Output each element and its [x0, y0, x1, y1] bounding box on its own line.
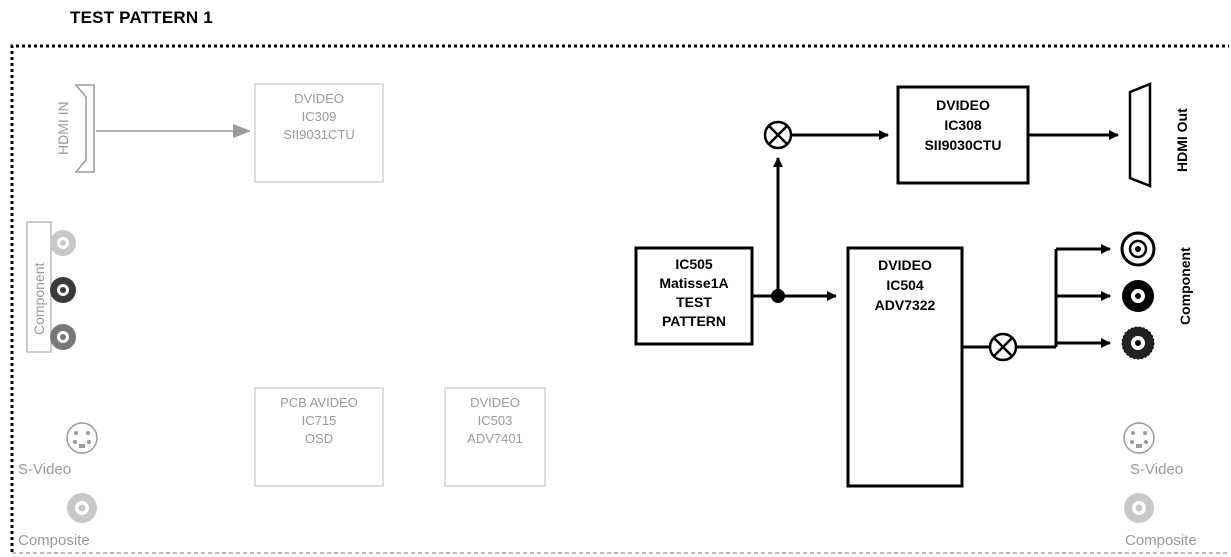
component-in-label: Component — [31, 263, 47, 335]
mixer-top-icon — [763, 120, 793, 150]
ic309-line3: SII9031CTU — [283, 127, 355, 142]
block-ic308: DVIDEO IC308 SII9030CTU — [896, 85, 1030, 185]
ic715-line2: IC715 — [302, 413, 337, 428]
ic715-line3: OSD — [305, 431, 333, 446]
ic505-line2: Matisse1A — [659, 275, 728, 291]
hdmi-out-icon — [1128, 82, 1152, 188]
composite-output: Composite — [1124, 493, 1197, 549]
hdmi-connector-icon — [74, 84, 95, 173]
composite-input: Composite — [18, 493, 97, 549]
ic309-line2: IC309 — [302, 109, 337, 124]
composite-out-label: Composite — [1125, 532, 1197, 549]
hdmi-in-connector: HDMI IN — [55, 84, 95, 173]
block-ic715: PCB AVIDEO IC715 OSD — [254, 387, 384, 487]
ic505-line1: IC505 — [675, 256, 713, 272]
ic308-line1: DVIDEO — [936, 97, 990, 113]
ic504-line2: IC504 — [886, 277, 924, 293]
mixer-bottom-icon — [988, 332, 1018, 362]
ic308-line3: SII9030CTU — [924, 137, 1001, 153]
block-ic504: DVIDEO IC504 ADV7322 — [846, 246, 964, 488]
ic504-line3: ADV7322 — [875, 297, 936, 313]
ic503-line1: DVIDEO — [470, 395, 520, 410]
svideo-in-label: S-Video — [18, 461, 71, 478]
component-out-label: Component — [1177, 247, 1193, 325]
ic308-line2: IC308 — [944, 117, 982, 133]
ic505-line3: TEST — [676, 294, 712, 310]
hdmi-in-label: HDMI IN — [55, 101, 71, 155]
component-input-jacks: Component — [26, 221, 76, 353]
svideo-jack-icon — [1123, 422, 1155, 454]
ic715-line1: PCB AVIDEO — [280, 395, 358, 410]
ic504-line1: DVIDEO — [878, 257, 932, 273]
block-ic505: IC505 Matisse1A TEST PATTERN — [634, 246, 754, 346]
svideo-jack-icon — [66, 422, 98, 454]
dotted-frame — [10, 44, 1229, 552]
ic503-line2: IC503 — [478, 413, 513, 428]
ic309-line1: DVIDEO — [294, 91, 344, 106]
block-ic309: DVIDEO IC309 SII9031CTU — [254, 83, 384, 183]
svideo-input: S-Video — [18, 422, 98, 478]
svideo-output: S-Video — [1123, 422, 1183, 478]
svideo-out-label: S-Video — [1130, 461, 1183, 478]
block-ic503: DVIDEO IC503 ADV7401 — [444, 387, 546, 487]
ic503-line3: ADV7401 — [467, 431, 523, 446]
composite-in-label: Composite — [18, 532, 90, 549]
component-output-jacks: Component — [1120, 231, 1193, 360]
diagram-title: TEST PATTERN 1 — [70, 8, 213, 27]
hdmi-out-label: HDMI Out — [1174, 108, 1190, 172]
hdmi-out-connector: HDMI Out — [1128, 82, 1190, 188]
ic505-line4: PATTERN — [662, 313, 726, 329]
